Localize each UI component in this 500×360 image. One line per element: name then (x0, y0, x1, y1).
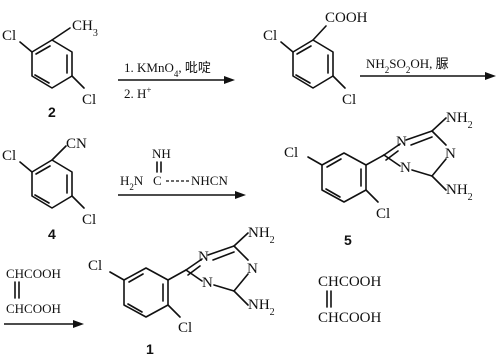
reaction-arrow-2: NH2SO2OH, 脲 (360, 56, 496, 80)
compound-number: 4 (48, 226, 56, 242)
amino-label: NH2 (446, 110, 473, 131)
reagent-label: C (153, 173, 162, 188)
triazine-nitrogen: N (202, 275, 213, 291)
maleate-counterion: CHCOOH CHCOOH (318, 274, 382, 326)
nitrile-label: CN (66, 136, 87, 152)
triazine-nitrogen: N (445, 146, 456, 162)
maleic-acid-label: CHCOOH (6, 301, 61, 316)
reaction-arrow-4: CHCOOH CHCOOH (4, 266, 84, 328)
carboxyl-label: COOH (325, 10, 368, 26)
maleic-acid-label: CHCOOH (6, 266, 61, 281)
maleic-acid-label: CHCOOH (318, 310, 382, 326)
reagent-label: NH2SO2OH, 脲 (366, 56, 449, 75)
chlorine-label: Cl (178, 320, 192, 336)
reagent-label: 1. KMnO4, 吡啶 (124, 60, 211, 79)
compound-1: N N N NH2 NH2 Cl Cl 1 (88, 225, 275, 357)
chlorine-label: Cl (88, 258, 102, 274)
reaction-arrow-3: NH H2N C NHCN (118, 146, 246, 199)
compound-2: Cl CH3 Cl 2 (2, 18, 98, 120)
amino-label: NH2 (248, 225, 275, 246)
chlorine-label: Cl (376, 206, 390, 222)
compound-number: 5 (344, 232, 352, 248)
triazine-nitrogen: N (396, 134, 407, 150)
triazine-nitrogen: N (198, 249, 209, 265)
chlorine-label: Cl (263, 28, 277, 44)
amino-label: NH2 (248, 297, 275, 318)
dichlorobenzoic-acid: Cl COOH Cl (263, 10, 368, 108)
methyl-label: CH3 (72, 18, 98, 39)
compound-4: Cl CN Cl 4 (2, 136, 96, 242)
amino-label: NH2 (446, 182, 473, 203)
reagent-label: NH (152, 146, 171, 161)
reagent-label: 2. H+ (124, 85, 151, 101)
compound-number: 1 (146, 341, 154, 357)
compound-5: N N N NH2 NH2 Cl Cl 5 (284, 110, 473, 248)
chlorine-label: Cl (2, 148, 16, 164)
triazine-nitrogen: N (247, 261, 258, 277)
chlorine-label: Cl (82, 212, 96, 228)
reagent-label: H2N (120, 173, 144, 192)
chlorine-label: Cl (342, 92, 356, 108)
maleic-acid-label: CHCOOH (318, 274, 382, 290)
chlorine-label: Cl (284, 145, 298, 161)
triazine-nitrogen: N (400, 160, 411, 176)
compound-number: 2 (48, 104, 56, 120)
reagent-label: NHCN (191, 173, 228, 188)
reaction-arrow-1: 1. KMnO4, 吡啶 2. H+ (118, 60, 235, 101)
chlorine-label: Cl (82, 92, 96, 108)
chlorine-label: Cl (2, 28, 16, 44)
